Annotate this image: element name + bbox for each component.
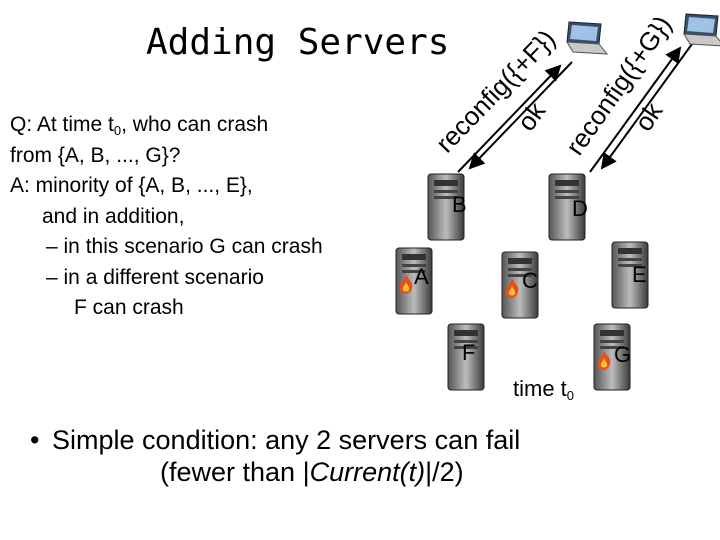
- server-icon: [444, 322, 488, 392]
- server-label-g: G: [614, 342, 632, 367]
- question-answer-text: Q: At time t0, who can crash from {A, B,…: [10, 110, 380, 324]
- reconfig-g-arrow: [589, 46, 682, 173]
- server-icon: [498, 250, 542, 320]
- answer-line-2: and in addition,: [42, 204, 185, 228]
- question-line-2: from {A, B, ..., G}?: [10, 143, 181, 167]
- server-label-f: F: [462, 340, 476, 365]
- answer-line-5: F can crash: [74, 296, 184, 319]
- bullet-line-2: (fewer than |Current(t)|/2): [160, 457, 464, 487]
- laptop-icon: [680, 12, 720, 52]
- flame-icon: [597, 350, 611, 370]
- ok-2-arrow: [600, 43, 693, 170]
- server-label-e: E: [632, 262, 647, 287]
- answer-line-1: A: minority of {A, B, ..., E},: [10, 174, 253, 197]
- page-title: Adding Servers: [146, 22, 450, 63]
- answer-line-4: – in a different scenario: [46, 265, 264, 289]
- server-label-a: A: [414, 264, 429, 289]
- server-icon: [545, 172, 589, 242]
- bullet-line-1: •Simple condition: any 2 servers can fai…: [30, 425, 521, 455]
- server-icon: [392, 246, 436, 316]
- answer-line-3: – in this scenario G can crash: [46, 235, 323, 258]
- server-label-b: B: [452, 192, 467, 217]
- bullet-condition: •Simple condition: any 2 servers can fai…: [30, 424, 520, 488]
- question-line-1: Q: At time t0, who can crash: [10, 113, 269, 138]
- laptop-icon: [563, 20, 609, 60]
- server-label-c: C: [522, 268, 538, 293]
- server-label-d: D: [572, 196, 588, 221]
- server-icon: [590, 322, 634, 392]
- server-icon: [608, 240, 652, 310]
- server-icon: [424, 172, 468, 242]
- flame-icon: [505, 278, 519, 298]
- ok-1-arrow: [468, 61, 573, 170]
- time-label: time t0: [513, 376, 575, 403]
- flame-icon: [399, 274, 413, 294]
